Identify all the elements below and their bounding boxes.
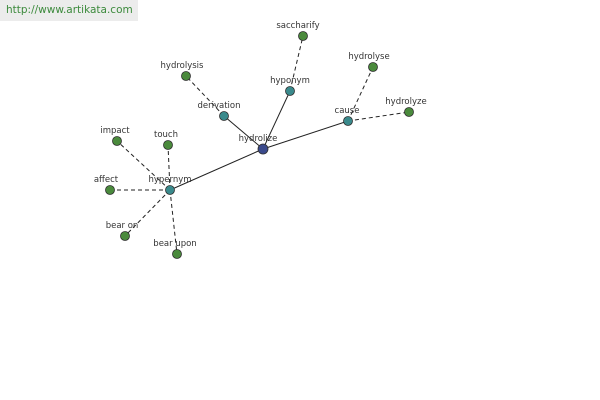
edge-cause-hydrolyze [347,111,410,122]
node-label-cause: cause [335,106,360,116]
node-label-hydrolyse: hydrolyse [348,52,389,62]
node-label-touch: touch [154,130,178,140]
nodes-layer [105,31,414,259]
source-banner: http://www.artikata.com [0,0,138,21]
node-hydrolysis[interactable] [181,71,191,81]
node-touch[interactable] [163,140,173,150]
edges-layer [110,35,410,255]
source-url-link[interactable]: http://www.artikata.com [6,4,133,16]
node-bear-upon[interactable] [172,249,182,259]
edge-derivation-hydrolysis [185,75,225,117]
edge-hypernym-bear-on [124,189,171,237]
node-bear-on[interactable] [120,231,130,241]
node-label-hydrolize: hydrolize [239,134,278,144]
node-affect[interactable] [105,185,115,195]
edge-hydrolize-derivation [223,115,264,150]
edge-hyponym-saccharify [289,35,304,92]
node-hyponym[interactable] [285,86,295,96]
node-impact[interactable] [112,136,122,146]
node-label-bear-on: bear on [106,221,139,231]
edge-hypernym-touch [167,144,171,191]
node-label-affect: affect [94,175,119,185]
node-label-hyponym: hyponym [270,76,310,86]
node-label-hydrolysis: hydrolysis [161,61,205,71]
edge-hydrolize-cause [262,120,349,150]
edge-hydrolize-hypernym [169,148,264,191]
node-label-impact: impact [100,126,130,136]
edge-hypernym-impact [116,140,171,191]
edge-hydrolize-hyponym [262,90,291,150]
node-label-saccharify: saccharify [276,21,319,31]
node-label-derivation: derivation [197,101,240,111]
node-hydrolyse[interactable] [368,62,378,72]
node-hydrolize[interactable] [257,143,269,155]
node-label-bear-upon: bear upon [153,239,196,249]
node-label-hypernym: hypernym [148,175,191,185]
node-saccharify[interactable] [298,31,308,41]
edge-hypernym-bear-upon [169,189,178,255]
edge-cause-hydrolyse [347,66,374,122]
node-hypernym[interactable] [165,185,175,195]
node-hydrolyze[interactable] [404,107,414,117]
node-label-hydrolyze: hydrolyze [385,97,426,107]
node-derivation[interactable] [219,111,229,121]
labels-layer: hydrolize derivation hyponym cause hypernym h… [94,21,427,249]
node-cause[interactable] [343,116,353,126]
